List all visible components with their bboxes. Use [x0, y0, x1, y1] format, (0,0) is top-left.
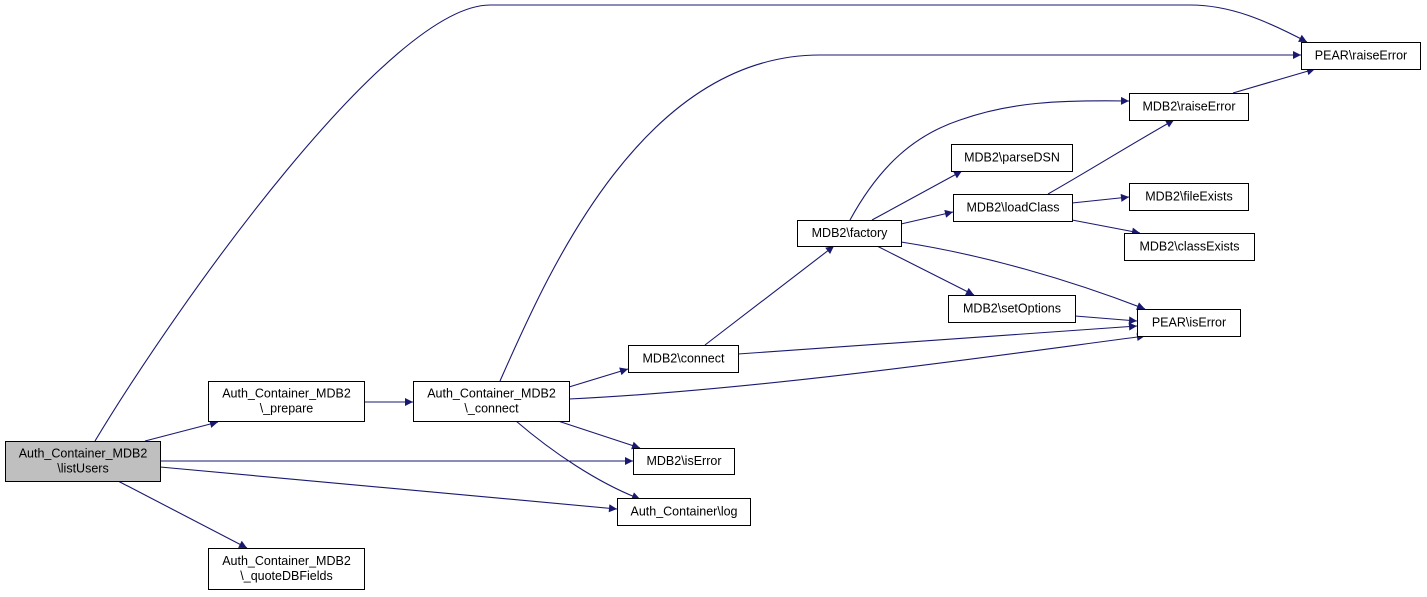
edge-arrow [1074, 315, 1138, 325]
edge-arrow [499, 51, 1301, 382]
node-pear-raiseerror[interactable]: PEAR\raiseError [1301, 42, 1421, 70]
node-mdb2-fileexists[interactable]: MDB2\fileExists [1129, 183, 1249, 211]
edge-mdb2-raiseerror-to-pear-raiseerror [1232, 67, 1316, 94]
node-box [617, 498, 751, 526]
node-box [1129, 93, 1249, 121]
node-label-line: MDB2\loadClass [966, 201, 1059, 215]
edge-listUsers-to-prepare [144, 420, 219, 442]
node-box [1301, 42, 1421, 70]
node-mdb2-raiseerror[interactable]: MDB2\raiseError [1129, 93, 1249, 121]
edge-connect-acm-to-mdb2-iserror [557, 420, 641, 450]
node-box [1129, 183, 1249, 211]
node-label-line: MDB2\factory [812, 226, 888, 240]
edge-connect-acm-to-ac-log [515, 420, 641, 500]
node-mdb2-factory[interactable]: MDB2\factory [797, 220, 902, 247]
edge-listUsers-to-ac-log [159, 466, 618, 513]
edge-connect-acm-to-pear-iserror [568, 333, 1146, 400]
node-label-line: MDB2\classExists [1139, 240, 1239, 254]
edge-arrow [737, 322, 1138, 355]
node-listUsers[interactable]: Auth_Container_MDB2\listUsers [5, 441, 161, 482]
node-label-line: MDB2\fileExists [1145, 190, 1233, 204]
node-label-line: MDB2\raiseError [1142, 100, 1235, 114]
node-box [951, 144, 1073, 172]
edge-mdb2-loadclass-to-mdb2-raiseerror [1047, 119, 1175, 195]
node-pear-iserror[interactable]: PEAR\isError [1137, 309, 1241, 337]
edge-arrow [515, 420, 641, 500]
node-mdb2-connect[interactable]: MDB2\connect [628, 345, 739, 373]
node-label-line: \_prepare [260, 402, 314, 416]
edge-listUsers-to-quoteDBFields [117, 480, 248, 549]
node-prepare[interactable]: Auth_Container_MDB2\_prepare [208, 381, 365, 422]
node-box [413, 381, 570, 422]
node-box [628, 345, 739, 373]
node-box [1124, 233, 1255, 261]
node-label-line: Auth_Container\log [630, 505, 737, 519]
node-box [948, 295, 1076, 323]
edge-arrow [1047, 119, 1175, 195]
node-label-line: Auth_Container_MDB2 [222, 554, 351, 568]
node-mdb2-setoptions[interactable]: MDB2\setOptions [948, 295, 1076, 323]
edge-arrow [94, 4, 1308, 442]
edge-mdb2-factory-to-pear-iserror [900, 241, 1146, 310]
node-label-line: MDB2\isError [646, 454, 721, 468]
node-box [208, 381, 365, 422]
node-label-line: MDB2\parseDSN [964, 151, 1060, 165]
edge-mdb2-loadclass-to-mdb2-classexists [1071, 219, 1141, 236]
node-label-line: PEAR\isError [1152, 316, 1226, 330]
edge-mdb2-factory-to-mdb2-raiseerror [849, 96, 1130, 221]
node-box [208, 548, 365, 590]
edge-mdb2-connect-to-pear-iserror [737, 322, 1138, 355]
edge-arrow [876, 245, 975, 296]
node-box [1137, 309, 1241, 337]
node-connect-acm[interactable]: Auth_Container_MDB2\_connect [413, 381, 570, 422]
edge-mdb2-setoptions-to-pear-iserror [1074, 315, 1138, 325]
node-label-line: Auth_Container_MDB2 [427, 387, 556, 401]
edge-arrow [117, 480, 248, 549]
node-label-line: Auth_Container_MDB2 [222, 387, 351, 401]
node-mdb2-loadclass[interactable]: MDB2\loadClass [953, 194, 1073, 222]
edge-arrow [159, 466, 618, 513]
nodes-layer: Auth_Container_MDB2\listUsersAuth_Contai… [5, 42, 1421, 590]
node-box [797, 220, 902, 247]
edge-mdb2-factory-to-mdb2-setoptions [876, 245, 975, 296]
edge-arrow [900, 209, 954, 225]
edge-arrow [568, 367, 629, 388]
edge-arrow [704, 245, 835, 346]
node-box [633, 448, 735, 475]
edge-arrow [871, 170, 963, 221]
node-mdb2-classexists[interactable]: MDB2\classExists [1124, 233, 1255, 261]
node-label-line: PEAR\raiseError [1315, 49, 1407, 63]
edges-layer [94, 4, 1316, 549]
edge-mdb2-connect-to-mdb2-factory [704, 245, 835, 346]
node-ac-log[interactable]: Auth_Container\log [617, 498, 751, 526]
edge-arrow [1071, 193, 1130, 204]
edge-arrow [1071, 219, 1141, 236]
edge-arrow [144, 420, 219, 442]
edge-mdb2-factory-to-mdb2-loadclass [900, 209, 954, 225]
node-label-line: MDB2\setOptions [963, 302, 1061, 316]
edge-arrow [900, 241, 1146, 310]
edge-arrow [1232, 67, 1316, 94]
edge-connect-acm-to-mdb2-connect [568, 367, 629, 388]
node-label-line: \listUsers [57, 462, 108, 476]
node-mdb2-iserror[interactable]: MDB2\isError [633, 448, 735, 475]
node-box [5, 441, 161, 482]
node-label-line: Auth_Container_MDB2 [19, 447, 148, 461]
edge-mdb2-loadclass-to-mdb2-fileexists [1071, 193, 1130, 204]
edge-arrow [557, 420, 641, 450]
edge-arrow [568, 333, 1146, 400]
edge-mdb2-factory-to-mdb2-parsedsn [871, 170, 963, 221]
node-label-line: \_connect [464, 402, 519, 416]
edge-arrow [849, 96, 1130, 221]
node-label-line: \_quoteDBFields [240, 569, 332, 583]
node-mdb2-parsedsn[interactable]: MDB2\parseDSN [951, 144, 1073, 172]
edge-connect-acm-to-pear-raiseerror [499, 51, 1301, 382]
edge-listUsers-to-pear-raiseerror [94, 4, 1308, 442]
node-box [953, 194, 1073, 222]
node-label-line: MDB2\connect [643, 352, 726, 366]
node-quoteDBFields[interactable]: Auth_Container_MDB2\_quoteDBFields [208, 548, 365, 590]
